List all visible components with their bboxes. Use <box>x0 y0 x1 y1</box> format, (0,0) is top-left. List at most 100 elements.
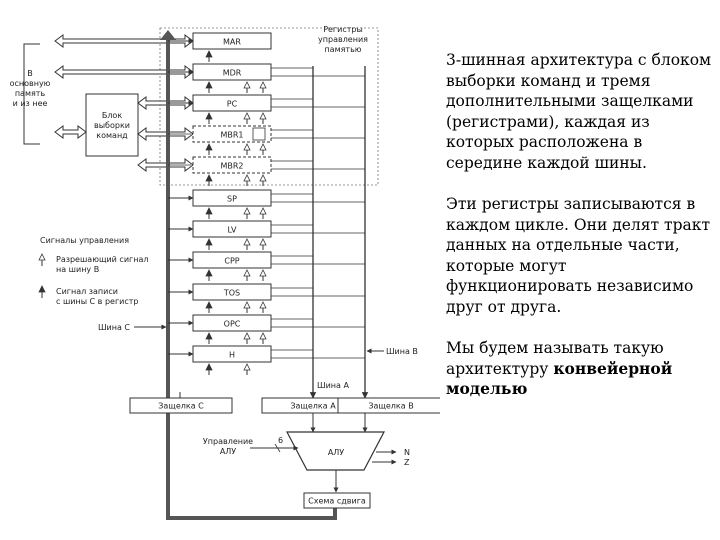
memory-registers-label-line-2: управления <box>318 35 368 44</box>
memory-label-line-3: память <box>15 89 46 98</box>
register-lv-write-signal-head <box>205 238 213 246</box>
bus-c-top-arrowhead <box>160 30 176 40</box>
register-mbr1-enable-signal-head <box>243 143 251 151</box>
register-mdr: MDR <box>192 63 272 81</box>
register-mbr2-label: MBR2 <box>220 162 243 171</box>
latch-c-box <box>129 397 233 414</box>
register-cpp-enable-signal-head <box>243 269 251 277</box>
register-tos: TOS <box>192 283 272 301</box>
register-lv-box <box>192 220 272 238</box>
flag-n-label: N <box>404 448 410 457</box>
latch-b-box <box>337 397 440 414</box>
register-lv: LV <box>192 220 272 238</box>
legend-enable-icon-head <box>38 253 46 261</box>
shifter-label: Схема сдвига <box>308 497 366 506</box>
legend-title: Сигналы управления <box>40 236 129 245</box>
alu-control-label-line-2: АЛУ <box>220 447 236 456</box>
legend-enable-text-line-2: на шину В <box>56 265 99 274</box>
register-opc-label: OPC <box>224 320 241 329</box>
register-cpp-box <box>192 251 272 269</box>
latch-c: Защелка С <box>129 397 233 414</box>
register-h-label: H <box>229 351 235 360</box>
fetch-unit-label-line-1: Блок <box>102 111 122 120</box>
register-mbr2-write-signal-head <box>205 174 213 182</box>
register-mbr2-box <box>192 156 272 174</box>
register-pc-enable-signal-head <box>243 112 251 120</box>
register-sp-box <box>192 189 272 207</box>
register-mar-write-signal-head <box>205 50 213 58</box>
register-opc-enable-signal-head <box>243 332 251 340</box>
register-pc-label: PC <box>227 100 238 109</box>
register-tos-label: TOS <box>223 289 240 298</box>
alu-control-width: 6 <box>278 436 283 445</box>
register-pc-enable-a-signal-head <box>259 112 267 120</box>
register-cpp-label: CPP <box>224 257 239 266</box>
memory-registers-box <box>159 27 379 186</box>
bus-c-label: Шина С <box>98 323 130 332</box>
register-mar-label: MAR <box>223 38 241 47</box>
register-mdr-enable-signal-head <box>243 81 251 89</box>
register-mar: MAR <box>192 32 272 50</box>
register-mbr1-label: MBR1 <box>220 131 243 140</box>
latch-b: Защелка В <box>337 397 440 414</box>
register-sp-enable-signal-head <box>243 207 251 215</box>
latch-a-label: Защелка А <box>290 402 336 411</box>
description-paragraph-1: 3-шинная архитектура с блоком выборки ко… <box>446 51 712 172</box>
register-mbr1: MBR1 <box>192 125 272 143</box>
register-sp: SP <box>192 189 272 207</box>
memory-bracket <box>23 43 40 145</box>
register-tos-enable-a-signal-head <box>259 301 267 309</box>
bus-b-label: Шина В <box>386 347 418 356</box>
register-cpp-write-signal-head <box>205 269 213 277</box>
register-tos-write-signal-head <box>205 301 213 309</box>
register-mbr2: MBR2 <box>192 156 272 174</box>
register-lv-enable-signal-head <box>243 238 251 246</box>
alu-label: АЛУ <box>328 448 344 457</box>
register-mbr1-enable-a-signal-head <box>259 143 267 151</box>
register-mdr-write-signal-head <box>205 81 213 89</box>
register-opc-enable-a-signal-head <box>259 332 267 340</box>
mbr1-latch <box>252 127 266 141</box>
flag-z-label: Z <box>404 458 410 467</box>
legend-write-icon-head <box>38 285 46 293</box>
register-sp-enable-a-signal-head <box>259 207 267 215</box>
register-mbr2-enable-a-signal-head <box>259 174 267 182</box>
shifter-box <box>303 492 371 509</box>
register-lv-label: LV <box>227 226 237 235</box>
description-paragraph-3: Мы будем называть такую архитектуру конв… <box>446 338 714 400</box>
register-h: H <box>192 345 272 363</box>
register-mbr1-write-signal-head <box>205 143 213 151</box>
legend-write-text-line-1: Сигнал записи <box>56 287 118 296</box>
memory-label-line-4: и из нее <box>13 99 48 108</box>
register-pc-box <box>192 94 272 112</box>
bus-a-label: Шина А <box>317 381 349 390</box>
register-cpp: CPP <box>192 251 272 269</box>
alu-control-label-line-1: Управление <box>203 437 253 446</box>
register-sp-write-signal-head <box>205 207 213 215</box>
latch-b-label: Защелка В <box>368 402 413 411</box>
fetch-unit-box <box>85 93 139 157</box>
register-opc-box <box>192 314 272 332</box>
fetch-unit-label-line-2: выборки <box>94 121 130 130</box>
legend-enable-text-line-1: Разрешающий сигнал <box>56 255 148 264</box>
description-paragraph-2: Эти регистры записываются в каждом цикле… <box>446 195 711 316</box>
memory-registers-label-line-1: Регистры <box>323 25 363 34</box>
legend-write-text-line-2: с шины С в регистр <box>56 297 138 306</box>
description-text: 3-шинная архитектура с блоком выборки ко… <box>446 50 714 421</box>
bus-c-loop <box>166 34 337 520</box>
alu-shape <box>286 431 385 471</box>
register-mdr-enable-a-signal-head <box>259 81 267 89</box>
register-pc-write-signal-head <box>205 112 213 120</box>
alu-control-slash <box>274 443 281 453</box>
pipeline-model-term: конвейерной моделью <box>446 358 673 399</box>
latch-c-label: Защелка С <box>158 402 204 411</box>
shifter: Схема сдвига <box>303 492 371 509</box>
register-sp-label: SP <box>227 195 237 204</box>
register-opc-write-signal-head <box>205 332 213 340</box>
register-tos-enable-signal-head <box>243 301 251 309</box>
register-pc: PC <box>192 94 272 112</box>
fetch-memory-arrow <box>54 125 87 139</box>
register-mdr-label: MDR <box>223 69 242 78</box>
register-mar-box <box>192 32 272 50</box>
